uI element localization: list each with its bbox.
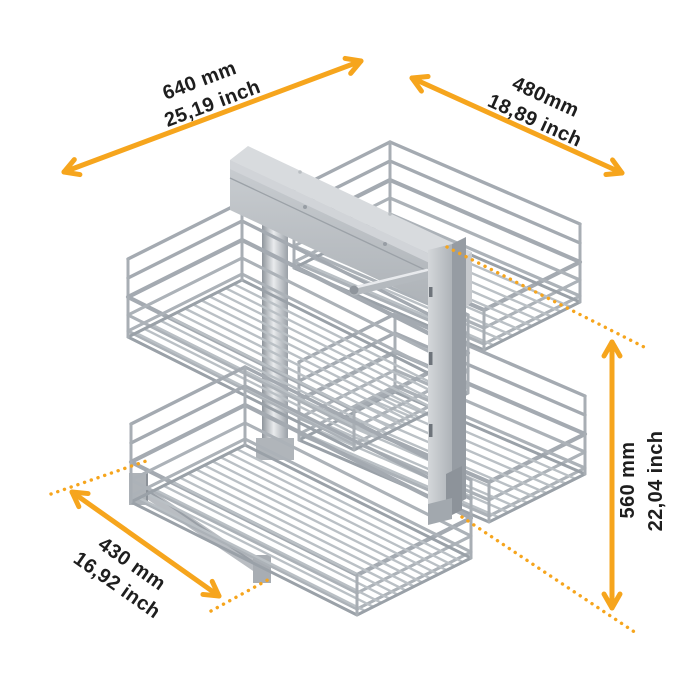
dimension-label-560-mm: 560 mm [617, 442, 639, 519]
beam-screw [388, 212, 392, 216]
basket-floor-wire [219, 456, 448, 572]
basket-floor-wire [200, 299, 429, 415]
basket-floor-wire [159, 319, 388, 435]
basket-wall-rail [129, 365, 247, 426]
handle-highlight [351, 268, 429, 290]
basket-floor-wire [307, 434, 500, 519]
front-post-foot [428, 498, 452, 525]
basket-floor-wire [326, 424, 519, 509]
post-slot [429, 287, 433, 297]
basket-wall-rail [297, 312, 397, 364]
basket-wall-rail [393, 331, 587, 417]
dimension-depth: 430 mm 16,92 inch [49, 458, 275, 623]
basket-floor-wire [203, 464, 432, 580]
dimension-arrow-430 [69, 489, 222, 599]
basket-floor-wire [235, 447, 465, 564]
beam-seam [229, 177, 456, 285]
basket-floor-wire [384, 395, 577, 480]
basket-floor-wire [211, 460, 440, 576]
basket-wall-rail [126, 219, 244, 280]
basket-floor-wire [191, 303, 421, 419]
basket-floor-wire [183, 307, 413, 423]
basket-floor-wire [224, 286, 453, 403]
basket-floor-wire [167, 315, 396, 431]
front-post-side [452, 237, 466, 506]
basket-floor-wire [186, 472, 416, 588]
basket-floor-wire [151, 323, 380, 439]
beam-screw [303, 205, 307, 209]
basket-floor-wire [194, 468, 424, 584]
product-illustration [125, 140, 588, 617]
handle-bar [349, 268, 434, 296]
basket-wall-rail [126, 200, 244, 261]
basket-floor-wire [175, 311, 405, 427]
dimension-arrow-640 [61, 55, 364, 178]
post-slot [429, 352, 433, 365]
front-post-face [428, 244, 452, 512]
basket-floor-wire [374, 400, 567, 485]
dimension-arrow-480 [409, 73, 625, 178]
dimension-height: 560 mm 22,04 inch [445, 245, 667, 635]
extension-line [460, 515, 638, 635]
basket-floor-wire [143, 327, 372, 444]
front-post [428, 237, 466, 525]
beam-screw [298, 170, 302, 174]
basket-wall-rail [129, 384, 247, 445]
basket-wall-rail [393, 312, 587, 398]
dimension-width-right: 480mm 18,89 inch [409, 73, 625, 178]
beam-lid-strip [230, 160, 455, 275]
extension-line [445, 245, 650, 351]
basket-floor-wire [227, 451, 456, 568]
extension-line [209, 575, 275, 613]
wire-basket-upper-left [125, 200, 471, 452]
basket-floor-wire [208, 295, 437, 411]
basket-floor-wire [232, 282, 462, 399]
post-slot [429, 424, 433, 437]
wire-basket-lower-left [128, 365, 474, 617]
handle-end-cap [349, 285, 359, 295]
dimension-label-560-inch: 22,04 inch [645, 431, 667, 532]
basket-floor-wire [216, 291, 445, 407]
extension-line [49, 458, 151, 496]
dimension-width-left: 640 mm 25,19 inch [61, 55, 364, 178]
beam-screw [383, 242, 387, 246]
handle-rod [349, 268, 434, 296]
